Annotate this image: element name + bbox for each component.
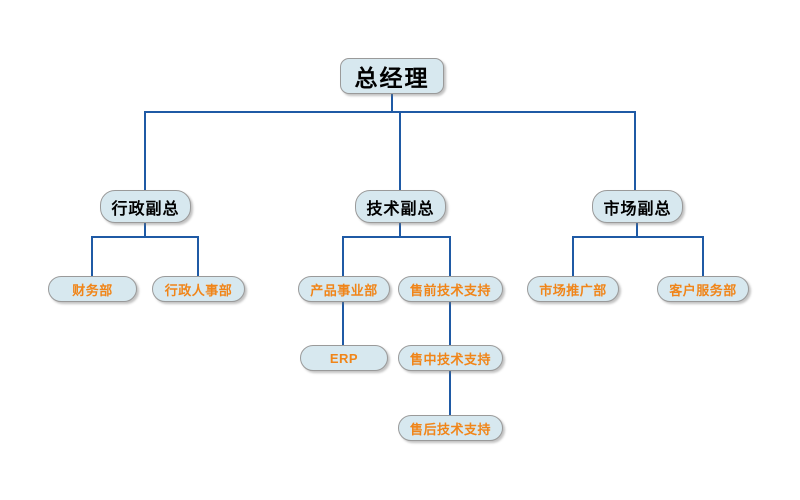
org-node-label: 客户服务部 — [669, 282, 737, 298]
org-node-label: 市场副总 — [603, 200, 672, 218]
org-node-admin_hr[interactable]: 行政人事部 — [152, 276, 245, 302]
org-node-label: ERP — [329, 350, 359, 366]
org-node-promotion[interactable]: 市场推广部 — [527, 276, 619, 302]
org-node-gm[interactable]: 总经理 — [340, 58, 444, 94]
org-node-label: 财务部 — [72, 282, 113, 298]
org-node-label: 售前技术支持 — [409, 282, 491, 298]
org-node-service[interactable]: 客户服务部 — [657, 276, 749, 302]
org-node-label: 行政副总 — [111, 200, 180, 218]
org-node-label: 行政人事部 — [164, 282, 233, 298]
org-node-vp_admin[interactable]: 行政副总 — [100, 190, 191, 223]
org-node-aftersale[interactable]: 售后技术支持 — [398, 415, 503, 441]
org-node-midsale[interactable]: 售中技术支持 — [398, 345, 503, 371]
org-node-finance[interactable]: 财务部 — [48, 276, 137, 302]
org-node-erp[interactable]: ERP — [300, 345, 388, 371]
org-node-label: 售后技术支持 — [409, 421, 491, 437]
org-node-label: 技术副总 — [366, 200, 435, 218]
org-node-label: 产品事业部 — [310, 282, 378, 298]
org-node-label: 市场推广部 — [539, 282, 607, 298]
org-node-label: 售中技术支持 — [409, 351, 491, 367]
org-node-vp_market[interactable]: 市场副总 — [592, 190, 683, 223]
org-node-label: 总经理 — [354, 65, 430, 91]
org-node-presale[interactable]: 售前技术支持 — [398, 276, 503, 302]
org-node-vp_tech[interactable]: 技术副总 — [355, 190, 446, 223]
org-node-product[interactable]: 产品事业部 — [298, 276, 390, 302]
